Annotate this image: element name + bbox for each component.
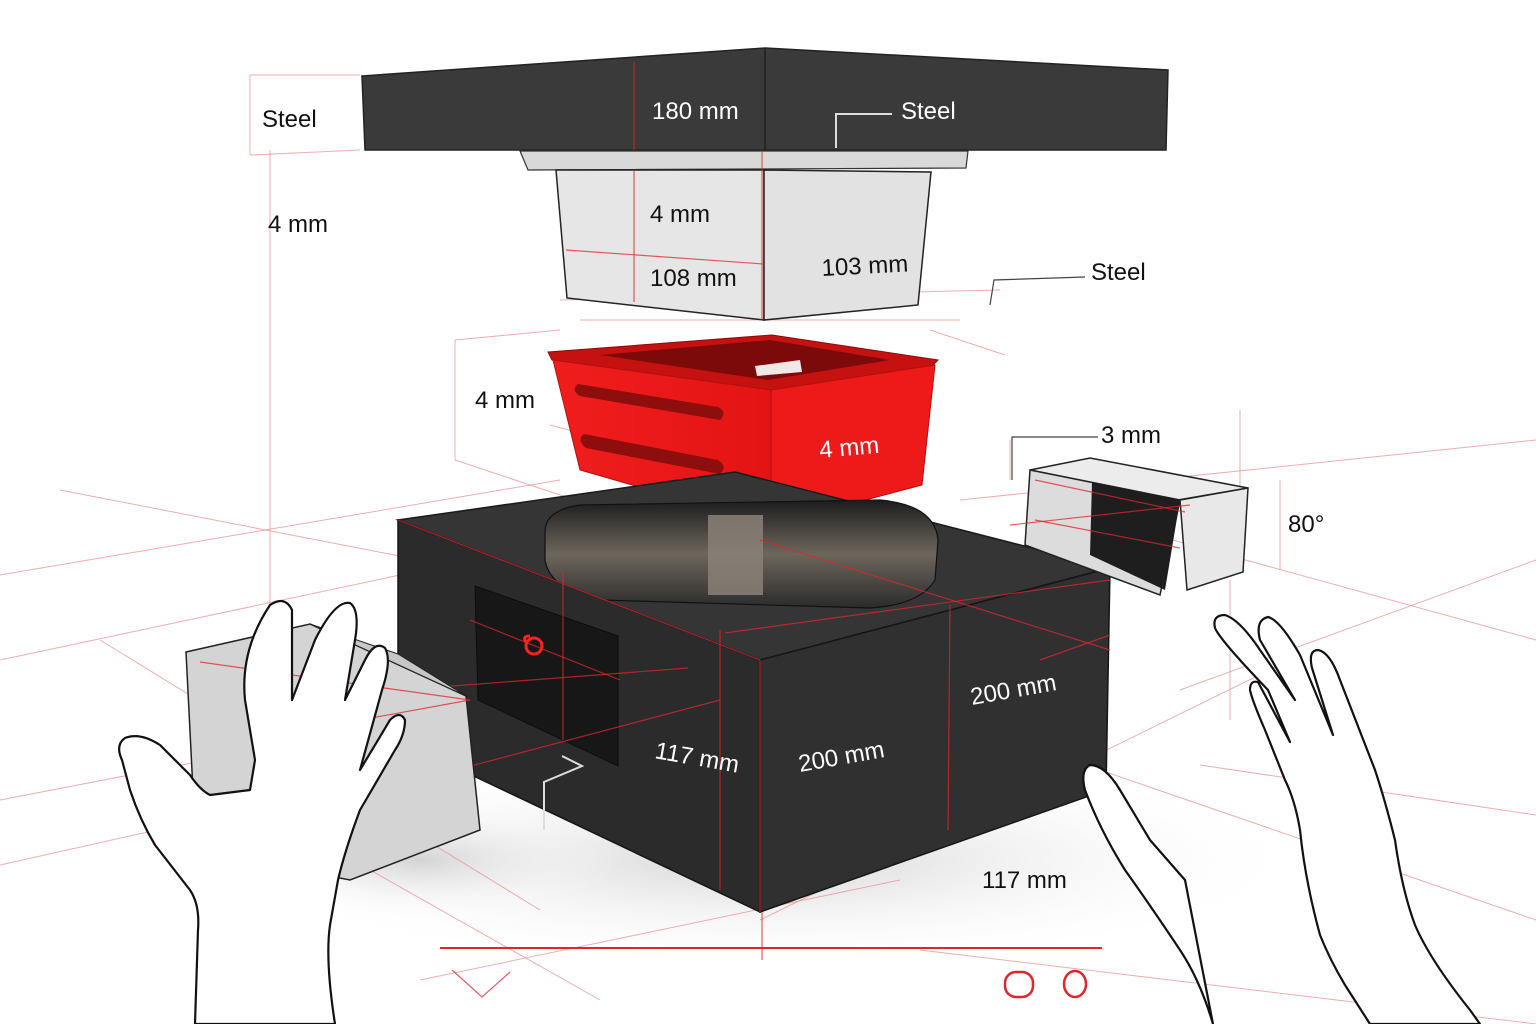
steel-insert-tray[interactable] (519, 150, 1086, 321)
label-left-height: 4 mm (268, 211, 328, 238)
basket-slot-upper (574, 384, 724, 420)
label-lid-material: Steel (901, 98, 956, 125)
label-side-block-dim: 3 mm (1101, 422, 1161, 449)
red-basket[interactable] (547, 334, 940, 526)
label-insert-depth: 103 mm (821, 250, 909, 282)
side-connector-block[interactable] (1009, 436, 1249, 597)
fan-icon (523, 634, 544, 656)
base-housing[interactable] (379, 471, 1113, 914)
top-lid[interactable] (361, 47, 1169, 151)
circle-marker (1003, 970, 1035, 999)
label-side-block-height: 80° (1288, 511, 1324, 538)
label-basket-wall: 4 mm (818, 432, 880, 464)
left-hand-illustration (118, 599, 407, 1024)
base-front-panel (474, 585, 619, 767)
basket-slot-lower (580, 434, 724, 474)
label-insert-material: Steel (1091, 259, 1146, 286)
label-base-bottom-width: 117 mm (982, 867, 1067, 894)
label-top-left-material: Steel (262, 106, 317, 133)
label-insert-width: 108 mm (650, 265, 737, 292)
label-basket-gap: 4 mm (475, 387, 535, 414)
circle-marker (1062, 969, 1088, 999)
label-lid-dimension: 180 mm (652, 98, 739, 125)
bottom-markers (1003, 969, 1088, 999)
right-hand-illustration (1082, 613, 1482, 1024)
label-insert-upper-dim: 4 mm (650, 201, 710, 228)
